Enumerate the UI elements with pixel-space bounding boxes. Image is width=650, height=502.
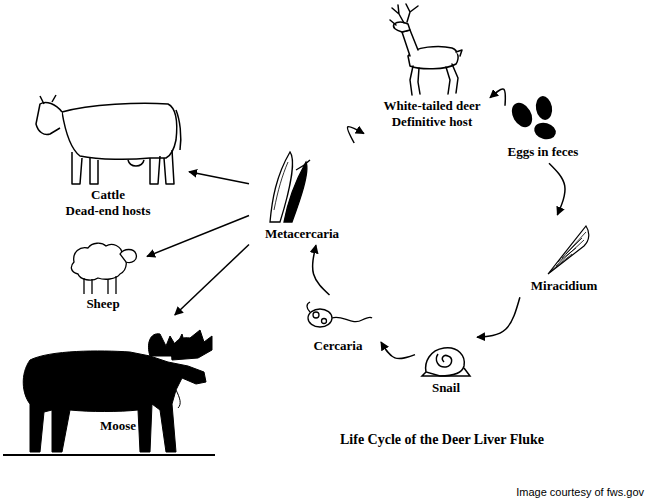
node-label: Dead-end hosts <box>30 203 186 219</box>
deer-figure <box>402 30 418 56</box>
deer-figure <box>456 50 462 56</box>
node-label: Eggs in feces <box>493 144 593 160</box>
miracidium-figure <box>548 226 589 274</box>
host-node: Moose <box>3 318 218 434</box>
cattle-figure <box>176 110 181 150</box>
diagram-title: Life Cycle of the Deer Liver Fluke <box>340 432 544 448</box>
deer-figure <box>390 4 462 95</box>
cercaria-figure <box>313 312 319 318</box>
cercaria-figure <box>307 302 372 327</box>
life-cycle-arrow <box>477 297 520 337</box>
node-label: Moose <box>3 418 218 434</box>
cercaria-figure <box>322 319 327 324</box>
metacercaria-figure <box>270 152 310 222</box>
deer-figure <box>410 64 458 95</box>
moose-figure <box>23 351 206 452</box>
host-node: Sheep <box>62 236 144 312</box>
cercaria-figure <box>332 317 372 322</box>
cercaria-figure <box>308 309 332 327</box>
egg-figures <box>532 120 557 141</box>
node-label: Cattle <box>30 187 186 203</box>
cattle-figure <box>40 95 56 104</box>
life-cycle-arrow <box>313 245 330 295</box>
miracidium-figure <box>552 232 586 270</box>
stage-node: Miracidium <box>516 218 612 294</box>
life-cycle-arrow <box>147 215 249 256</box>
node-label: Snail <box>418 380 474 396</box>
cattle-figure <box>36 95 181 184</box>
host-node: CattleDead-end hosts <box>30 92 186 220</box>
life-cycle-arrow <box>490 89 505 106</box>
deer-figure <box>393 22 410 32</box>
egg-figures <box>508 99 537 131</box>
cattle-figure <box>72 150 174 184</box>
cattle-figure <box>128 160 144 166</box>
stage-node: Eggs in feces <box>493 92 593 160</box>
moose-figure <box>3 330 215 455</box>
life-cycle-arrow <box>347 127 363 143</box>
host-node: White-tailed deerDefinitive host <box>362 3 502 131</box>
sheep-figure <box>71 243 126 280</box>
moose-figure <box>3 454 215 456</box>
node-label: Cercaria <box>298 338 378 354</box>
snail-figure <box>422 368 470 376</box>
node-label: Definitive host <box>362 114 502 130</box>
cercaria-figure <box>307 302 310 312</box>
stage-node: Metacercaria <box>252 146 352 242</box>
life-cycle-arrow <box>549 163 565 215</box>
cattle-figure <box>62 103 177 159</box>
egg-figures <box>508 95 558 142</box>
cattle-figure <box>36 102 62 134</box>
deer-figure <box>390 4 418 25</box>
life-cycle-arrow <box>189 172 249 184</box>
metacercaria-figure <box>274 162 288 210</box>
moose-figure <box>172 330 212 360</box>
host-node: Snail <box>418 336 474 396</box>
snail-figure <box>436 354 451 367</box>
node-label: Miracidium <box>516 278 612 294</box>
life-cycle-arrow <box>381 342 415 359</box>
egg-figures <box>534 95 554 121</box>
snail-figure <box>426 348 465 376</box>
sheep-figure <box>71 243 136 294</box>
sheep-figure <box>120 250 136 263</box>
image-credit: Image courtesy of fws.gov <box>516 486 644 498</box>
snail-figure <box>422 348 470 376</box>
life-cycle-arrow <box>175 244 249 315</box>
node-label: Sheep <box>62 296 144 312</box>
node-label: Metacercaria <box>252 226 352 242</box>
metacercaria-figure <box>296 160 310 170</box>
moose-figure <box>176 390 180 408</box>
node-label: White-tailed deer <box>362 98 502 114</box>
metacercaria-figure <box>284 162 307 222</box>
sheep-figure <box>84 276 116 294</box>
miracidium-figure <box>548 226 589 274</box>
stage-node: Cercaria <box>298 298 378 354</box>
